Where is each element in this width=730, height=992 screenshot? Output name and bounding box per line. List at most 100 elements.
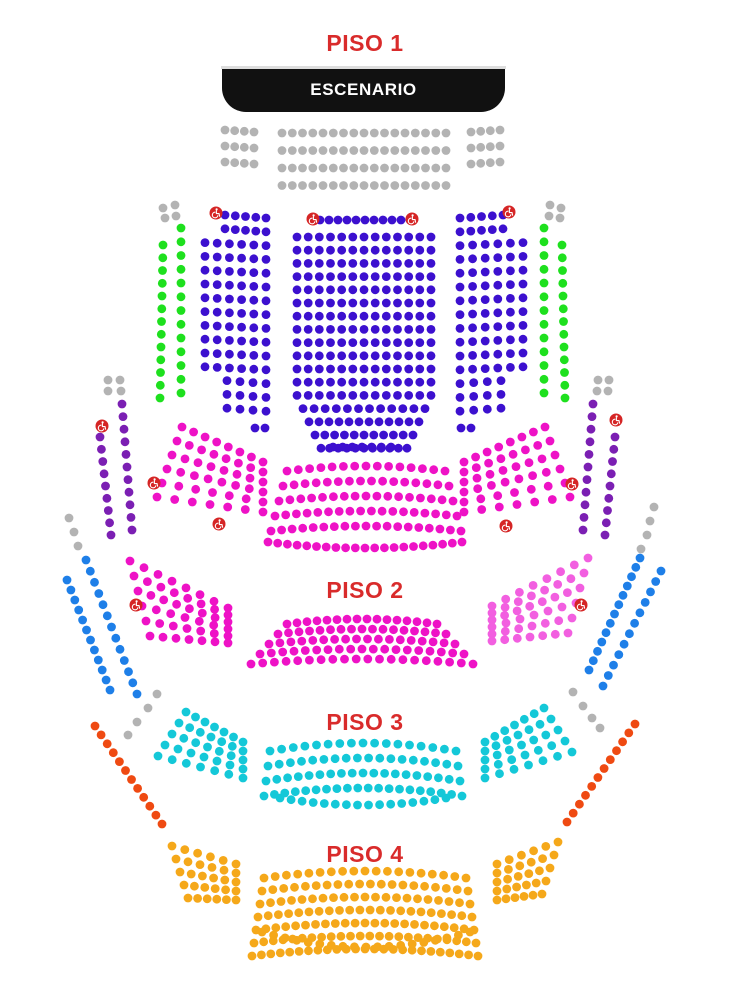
seat-amber-center[interactable] [457,911,467,921]
seat-light-magenta-piso2-right[interactable] [542,574,552,583]
seat-orchestra-center[interactable] [326,311,335,321]
seat-orchestra-center[interactable] [398,404,408,413]
seat-magenta-center[interactable] [416,493,425,503]
seat-magenta-piso2-center[interactable] [386,654,396,664]
seat-amber-center[interactable] [467,912,477,922]
seat-orchestra-center[interactable] [365,404,374,413]
seat-orchestra-center[interactable] [303,232,313,242]
seat-orchestra-center[interactable] [420,404,430,413]
seat-cyan-center[interactable] [426,787,436,797]
seat-magenta-center[interactable] [441,510,451,520]
seat-magenta-right[interactable] [471,463,481,472]
seat-cyan-center[interactable] [319,799,329,808]
seat-cyan-center[interactable] [384,784,394,793]
seat-magenta-piso2-left[interactable] [169,588,179,598]
seat-orchestra-center[interactable] [393,298,402,308]
seat-orchestra-center[interactable] [314,391,324,400]
seat-cyan-right[interactable] [507,755,517,765]
seat-amber-center[interactable] [435,947,445,957]
seat-magenta-piso2-left[interactable] [158,632,168,642]
seat-magenta-center[interactable] [274,496,284,506]
seat-orchestra-left[interactable] [235,391,245,400]
seat-orange-left[interactable] [121,766,130,775]
seat-light-magenta-piso2-right[interactable] [487,629,497,639]
seat-magenta-left[interactable] [258,477,268,487]
seat-purple-right[interactable] [581,487,591,497]
seat-light-magenta-piso2-right[interactable] [512,633,522,643]
seat-orchestra-center[interactable] [316,443,326,453]
seat-magenta-piso2-center[interactable] [316,655,326,665]
seat-side-left[interactable] [158,240,168,250]
seat-magenta-left[interactable] [258,487,268,497]
seat-amber-center[interactable] [371,866,381,876]
seat-cyan-left[interactable] [179,733,189,743]
seat-purple-left[interactable] [99,469,109,479]
seat-magenta-right[interactable] [476,494,486,504]
seat-amber-right[interactable] [519,892,529,901]
seat-unavailable[interactable] [636,544,646,554]
seat-magenta-piso2-center[interactable] [375,654,384,664]
seat-orchestra-right[interactable] [493,280,503,290]
seat-cyan-left[interactable] [200,717,210,727]
seat-orchestra-center[interactable] [381,391,391,400]
seat-orchestra-left[interactable] [225,322,234,331]
seat-orchestra-right[interactable] [482,404,492,414]
seat-side-right[interactable] [558,266,567,275]
seat-magenta-left[interactable] [245,473,255,483]
seat-amber-center[interactable] [454,930,463,940]
seat-magenta-piso2-center[interactable] [293,656,303,666]
seat-orchestra-right[interactable] [496,376,506,385]
seat-amber-center[interactable] [454,949,464,959]
seat-cyan-center[interactable] [286,795,296,805]
seat-magenta-right[interactable] [485,469,495,479]
seat-cyan-right[interactable] [547,741,557,751]
seat-magenta-center[interactable] [285,495,295,505]
seat-magenta-piso2-center[interactable] [459,649,469,659]
seat-cyan-center[interactable] [300,741,310,751]
seat-cyan-center[interactable] [353,783,363,793]
seat-light-magenta-piso2-right[interactable] [487,636,497,646]
seat-cyan-center[interactable] [323,739,333,749]
seat-orchestra-left[interactable] [225,253,234,262]
seat-orchestra-center[interactable] [415,245,425,255]
seat-magenta-center[interactable] [273,538,283,548]
seat-amber-right[interactable] [524,869,534,878]
seat-magenta-right[interactable] [550,450,560,460]
seat-azure-left[interactable] [90,645,99,655]
seat-magenta-center[interactable] [444,481,454,491]
seat-orchestra-left[interactable] [212,280,222,289]
seat-orchestra-center[interactable] [292,245,302,255]
seat-orchestra-left[interactable] [261,255,271,264]
seat-front-center[interactable] [380,181,389,190]
seat-cyan-left[interactable] [219,727,229,737]
seat-magenta-piso2-center[interactable] [332,615,342,624]
seat-orchestra-center[interactable] [324,215,334,225]
seat-orchestra-left[interactable] [200,348,210,358]
seat-cyan-center[interactable] [442,759,452,769]
seat-orchestra-right[interactable] [498,224,508,234]
seat-orchestra-center[interactable] [309,404,319,413]
seat-front-center[interactable] [400,146,410,155]
seat-amber-center[interactable] [346,931,355,941]
seat-magenta-left[interactable] [189,427,199,437]
seat-azure-left[interactable] [74,605,84,615]
seat-cyan-center[interactable] [263,761,273,771]
seat-purple-right[interactable] [586,424,596,434]
seat-amber-center[interactable] [275,948,285,958]
seat-amber-center[interactable] [465,899,475,909]
seat-orchestra-center[interactable] [396,215,406,225]
seat-orchestra-center[interactable] [404,338,414,347]
seat-magenta-piso2-left[interactable] [210,637,220,647]
seat-side-left[interactable] [157,304,167,314]
seat-magenta-center[interactable] [296,494,306,504]
seat-orchestra-center[interactable] [408,430,418,440]
seat-side-left[interactable] [155,380,165,390]
seat-orchestra-left[interactable] [248,392,258,401]
seat-magenta-center[interactable] [350,461,360,471]
seat-front-center[interactable] [298,146,307,155]
seat-azure-left[interactable] [124,667,133,677]
seat-magenta-right[interactable] [477,505,487,514]
seat-amber-right[interactable] [492,868,502,878]
seat-magenta-center[interactable] [351,521,360,531]
seat-amber-center[interactable] [315,868,325,877]
